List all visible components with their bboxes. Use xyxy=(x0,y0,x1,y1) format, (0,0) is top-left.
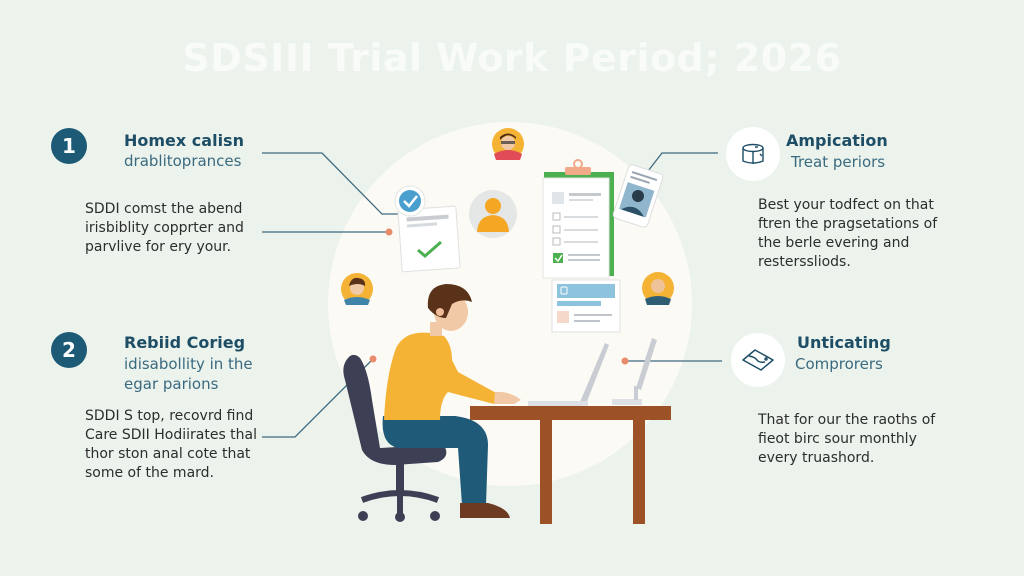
section-4-subheading: Comprorers xyxy=(795,355,883,373)
section-2-body: SDDI S top, recovrd find Care SDII Hodii… xyxy=(85,407,257,483)
section-1-heading: Homex calisn xyxy=(124,131,244,150)
section-3-body-line: resterssliods. xyxy=(758,254,851,270)
map-icon xyxy=(742,349,774,371)
avatar-boy-icon xyxy=(341,273,373,305)
section-2-subheading: idisabollity in the egar parions xyxy=(124,354,253,394)
section-2-body-line: Care SDII Hodiirates thal xyxy=(85,427,258,443)
page-title: SDSIII Trial Work Period; 2026 xyxy=(182,36,842,80)
section-2-heading: Rebiid Corieg xyxy=(124,333,246,352)
section-2-body-line: thor ston anal cote that xyxy=(85,446,251,462)
section-1-body-line: irisbiblity copprter and xyxy=(85,220,244,236)
section-3-subheading: Treat periors xyxy=(791,153,886,171)
id-badge-icon xyxy=(612,164,664,228)
section-3-body-line: Best your todfect on that xyxy=(758,197,934,213)
user-silhouette-icon xyxy=(469,190,517,238)
section-4-body-line: every truashord. xyxy=(758,450,875,466)
section-4-body-line: fieot birc sour monthly xyxy=(758,431,917,447)
avatar-glasses-icon xyxy=(492,128,524,160)
step-2-badge: 2 xyxy=(51,332,87,368)
section-4-body: That for our the raoths of fieot birc so… xyxy=(758,411,935,468)
section-4-icon-circle xyxy=(731,333,785,387)
section-1-body-line: parvlive for ery your. xyxy=(85,239,232,255)
desk xyxy=(470,406,671,524)
person-at-desk xyxy=(382,284,521,518)
section-4-body-line: That for our the raoths of xyxy=(758,412,936,428)
section-3-body: Best your todfect on that ftren the prag… xyxy=(758,196,937,272)
section-3-heading: Ampication xyxy=(786,131,888,150)
section-1-body: SDDI comst the abend irisbiblity copprte… xyxy=(85,200,244,257)
clipboard-checklist-icon xyxy=(542,159,614,279)
step-1-badge: 1 xyxy=(51,128,87,164)
section-1-subheading: drablitoprances xyxy=(124,152,242,170)
office-chair xyxy=(343,354,447,522)
avatar-bald-icon xyxy=(642,272,674,305)
section-2-subheading-line: idisabollity in the xyxy=(124,355,253,373)
laptop xyxy=(528,343,609,406)
section-3-body-line: ftren the pragsetations of xyxy=(758,216,938,232)
monitor xyxy=(612,338,657,405)
section-1-body-line: SDDI comst the abend xyxy=(85,201,243,217)
cylinder-box-icon xyxy=(742,143,764,164)
section-3-body-line: the berle evering and xyxy=(758,235,910,251)
section-3-icon-circle xyxy=(726,127,780,181)
section-2-body-line: some of the mard. xyxy=(85,465,214,481)
profile-card-icon xyxy=(551,279,621,333)
section-4-heading: Unticating xyxy=(797,333,891,352)
section-2-body-line: SDDI S top, recovrd find xyxy=(85,408,254,424)
section-2-subheading-line: egar parions xyxy=(124,375,219,393)
checked-document-icon xyxy=(394,185,461,273)
